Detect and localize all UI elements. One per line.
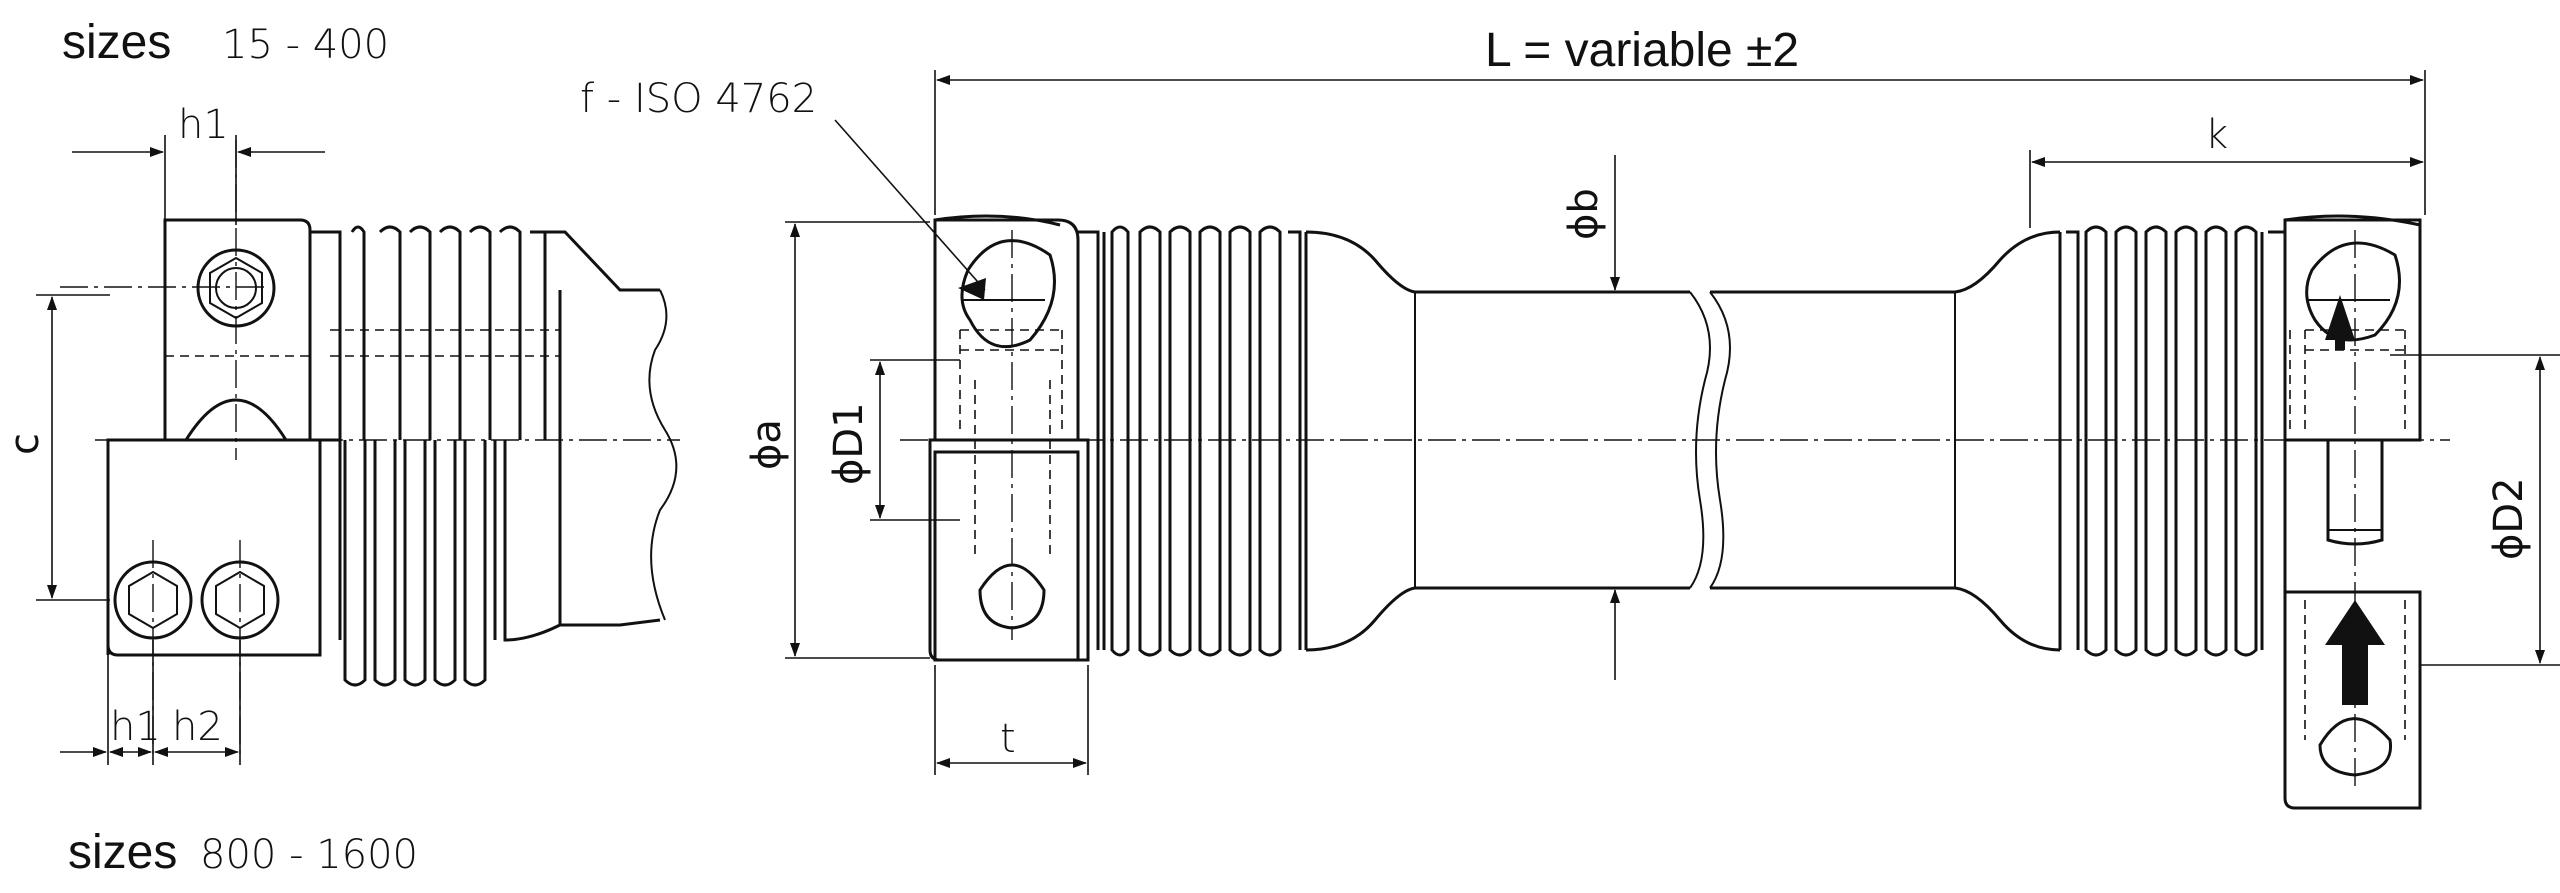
t-label: t [1000,716,1016,762]
main-coupling-view [900,214,2450,810]
left-upper-bellows [310,225,660,440]
phi-d2-label: ϕD2 [2486,477,2532,560]
main-left-bellows [1078,225,1308,657]
sizes-top-word: sizes [62,16,171,69]
h1-bottom-label: h1 [110,704,161,750]
main-right-bellows [2058,225,2291,657]
sizes-top-range: 15 - 400 [222,22,389,68]
main-tube [1305,230,2061,652]
h2-label: h2 [172,704,223,750]
screw-label: f - ISO 4762 [580,76,817,122]
main-dimensions [785,70,2560,775]
sizes-bottom-range: 800 - 1600 [200,832,418,878]
phi-a-label: ϕa [744,419,790,470]
k-label: k [2205,112,2228,158]
left-lower-bellows [320,438,661,687]
sizes-bottom-word: sizes [68,826,177,879]
phi-b-label: ϕb [1561,188,1607,240]
phi-d1-label: ϕD1 [826,402,872,485]
left-detail-view [36,135,680,765]
length-label: L = variable ±2 [1485,24,1799,77]
c-label: c [2,433,48,455]
h1-top-label: h1 [178,102,229,148]
